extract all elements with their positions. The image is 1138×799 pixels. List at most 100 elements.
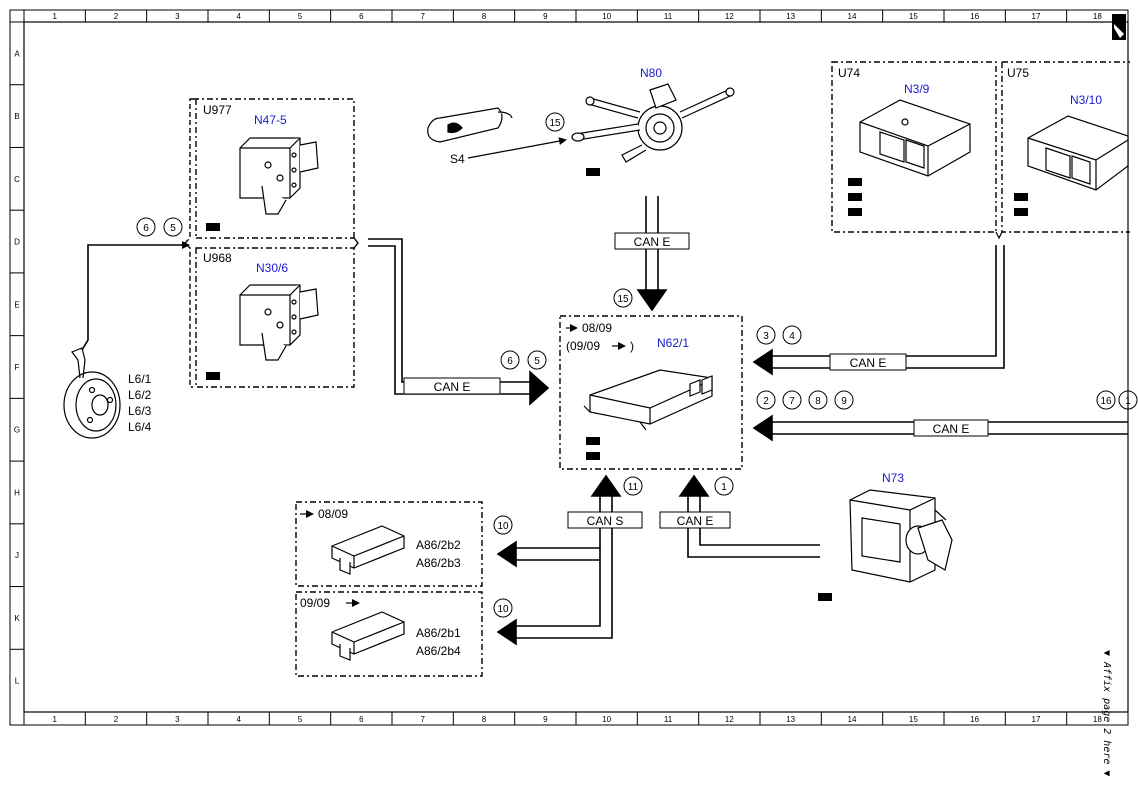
circle-wheel-2: 5 [170, 223, 176, 234]
abs-module-top [239, 137, 319, 215]
u75-name: N3/10 [1070, 93, 1102, 107]
grid-col-label: 13 [786, 715, 795, 724]
circle-n62-top: 15 [617, 294, 629, 305]
grid-col-label: 7 [420, 12, 425, 21]
u75-code: U75 [1007, 66, 1029, 80]
a86-boxes [295, 501, 483, 677]
circle-right-far-2: 1 [1125, 396, 1131, 407]
ecu-module-u74 [859, 99, 971, 177]
grid-col-label: 1 [52, 715, 57, 724]
can-e-label-right-box [913, 419, 989, 437]
grid-col-label: 2 [114, 12, 119, 21]
grid-row-label: K [14, 614, 20, 623]
grid-col-label: 7 [420, 715, 425, 724]
a86-top-label-1: A86/2b2 [416, 538, 461, 552]
grid-col-label: 15 [909, 12, 918, 21]
grid-col-label: 10 [602, 715, 611, 724]
steering-switch [571, 83, 735, 163]
can-s-label: CAN S [587, 514, 624, 528]
can-e-label-u74: CAN E [850, 356, 887, 370]
hand-icons-n62 [586, 437, 600, 460]
affix-note: ▼ Affix page 2 here ▼ [1101, 650, 1112, 776]
grid-col-label: 15 [909, 715, 918, 724]
grid-col-label: 12 [725, 715, 734, 724]
wheel-sensor [63, 241, 190, 439]
s4-name: S4 [450, 152, 465, 166]
n62-box [559, 315, 743, 470]
grid-col-label: 4 [236, 715, 241, 724]
hand-icon-n80 [586, 168, 600, 176]
circle-right-1: 2 [763, 396, 769, 407]
grid-col-label: 6 [359, 715, 364, 724]
grid-col-label: 9 [543, 715, 548, 724]
n62-module [583, 369, 713, 431]
circle-n80: 15 [549, 118, 561, 129]
hand-icons-left [206, 223, 220, 380]
a86-module-top [331, 525, 405, 575]
grid-col-label: 9 [543, 12, 548, 21]
grid-row-label: E [14, 300, 19, 309]
circle-mid-2: 5 [534, 356, 540, 367]
circle-u74-2: 4 [789, 331, 795, 342]
u977-box [193, 98, 355, 388]
abs-module-bottom [239, 284, 319, 361]
grid-row-label: A [14, 49, 20, 58]
n62-paren-close: ) [630, 339, 634, 353]
grid-col-label: 2 [114, 715, 119, 724]
grid-col-label: 11 [664, 12, 673, 21]
brace [184, 98, 193, 388]
can-e-label-top-box [614, 232, 690, 250]
can-e-label-top: CAN E [634, 235, 671, 249]
grid-row-label: H [14, 488, 20, 497]
grid-col-label: 16 [970, 715, 979, 724]
wheel-label-4: L6/4 [128, 420, 152, 434]
grid-col-label: 11 [664, 715, 673, 724]
grid-row-label: J [15, 551, 19, 560]
wheel-label-3: L6/3 [128, 404, 152, 418]
grid-col-label: 10 [602, 12, 611, 21]
grid-col-label: 14 [848, 715, 857, 724]
hand-icons-ecu [848, 178, 1028, 216]
right-circles: 2 7 8 9 16 1 [756, 390, 1138, 410]
circle-a86-top: 10 [497, 521, 509, 532]
grid-col-label: 17 [1032, 715, 1041, 724]
grid-col-label: 12 [725, 12, 734, 21]
circle-right-far-1: 16 [1100, 396, 1112, 407]
circle-right-2: 7 [789, 396, 795, 407]
grid-col-label: 3 [175, 12, 180, 21]
can-e-label-right: CAN E [933, 422, 970, 436]
wheel-label-2: L6/2 [128, 388, 152, 402]
circle-can-e-bottom: 1 [721, 482, 727, 493]
can-e-label-n73-box [659, 511, 731, 529]
circle-can-s: 11 [628, 482, 639, 493]
grid-col-label: 18 [1093, 12, 1102, 21]
n80-name: N80 [640, 66, 662, 80]
n62-name: N62/1 [657, 336, 689, 350]
u74-circles: 3 4 [756, 325, 802, 345]
u968-name: N30/6 [256, 261, 288, 275]
circle-mid-1: 6 [507, 356, 513, 367]
grid-row-label: B [14, 112, 19, 121]
grid-col-label: 18 [1093, 715, 1102, 724]
a86-bottom-label-2: A86/2b4 [416, 644, 461, 658]
grid-row-label: L [15, 677, 20, 686]
u74-code: U74 [838, 66, 860, 80]
can-e-label-u74-box [829, 353, 907, 371]
a86-bottom-date: 09/09 [300, 596, 330, 610]
grid-row-label: C [14, 175, 20, 184]
n73-name: N73 [882, 471, 904, 485]
circle-u74-1: 3 [763, 331, 769, 342]
grid-col-label: 5 [298, 12, 303, 21]
grid-col-label: 8 [482, 715, 487, 724]
ecu-brace [995, 231, 1003, 240]
wheel-label-1: L6/1 [128, 372, 152, 386]
grid-col-label: 3 [175, 715, 180, 724]
can-s-line [496, 474, 622, 646]
can-e-label-n73: CAN E [677, 514, 714, 528]
circle-right-4: 9 [841, 396, 847, 407]
ignition-switch [849, 489, 953, 583]
can-e-label-left: CAN E [434, 380, 471, 394]
u977-code: U977 [203, 103, 232, 117]
